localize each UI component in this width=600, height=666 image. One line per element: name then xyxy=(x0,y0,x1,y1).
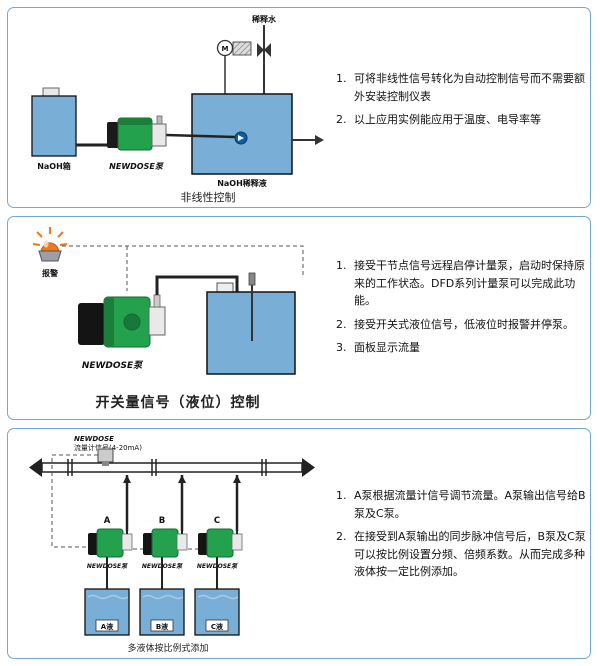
note-text: 可将非线性信号转化为自动控制信号而不需要额外安装控制仪表 xyxy=(354,72,585,103)
dilute-water-label: 稀释水 xyxy=(252,14,277,24)
note-text: 在接受到A泵输出的同步脉冲信号后，B泵及C泵可以按比例设置分频、倍频系数。从而完… xyxy=(354,530,586,579)
alarm-beacon-icon xyxy=(32,227,68,262)
pump-c-letter: C xyxy=(214,516,220,526)
check-valve-icons xyxy=(123,475,241,483)
note-text: A泵根据流量计信号调节流量。A泵输出信号给B泵及C泵。 xyxy=(354,489,586,520)
naoh-tank-label: NaOH箱 xyxy=(37,161,71,171)
pump-label: NEWDOSE泵 xyxy=(109,162,165,171)
note-text: 接受干节点信号远程启停计量泵，启动时保持原来的工作状态。DFD系列计量泵可以完成… xyxy=(354,259,585,308)
panel3-caption: 多液体按比例式添加 xyxy=(127,644,209,654)
panel-nonlinear-control: 稀释水 M NaOH稀释液 xyxy=(7,7,591,208)
note-number: 2. xyxy=(336,113,347,127)
injection-risers xyxy=(125,475,239,531)
note-item: 2. 以上应用实例能应用于温度、电导率等 xyxy=(336,111,588,129)
note-item: 2. 接受开关式液位信号，低液位时报警并停泵。 xyxy=(336,316,588,334)
outlet-arrow-icon xyxy=(315,135,324,145)
pump-b xyxy=(143,528,188,558)
dilution-tank xyxy=(191,93,293,175)
note-text: 以上应用实例能应用于温度、电导率等 xyxy=(354,113,541,127)
inlet-valve-icon xyxy=(257,43,271,57)
pump-c xyxy=(198,528,243,558)
tank-b xyxy=(139,588,185,636)
note-number: 2. xyxy=(336,317,347,331)
tank-c-label: C液 xyxy=(211,622,224,631)
nonlinear-control-diagram: 稀释水 M NaOH稀释液 xyxy=(31,14,324,188)
brand-label: NEWDOSE xyxy=(74,435,114,443)
panel-level-signal-control: 报警 NEWDOSE泵 xyxy=(7,216,591,420)
tank-outlet xyxy=(292,135,324,145)
pump-label: NEWDOSE泵 xyxy=(82,360,144,371)
note-number: 2. xyxy=(336,530,347,544)
note-text: 面板显示流量 xyxy=(354,341,420,355)
note-number: 3. xyxy=(336,341,347,355)
discharge-pipe xyxy=(155,275,239,295)
signal-wire-dashed xyxy=(51,454,198,550)
panel3-notes: 1. A泵根据流量计信号调节流量。A泵输出信号给B泵及C泵。 2. 在接受到A泵… xyxy=(336,487,588,587)
main-pipe xyxy=(29,458,315,477)
panel1-caption: 非线性控制 xyxy=(180,191,236,204)
note-item: 1. 可将非线性信号转化为自动控制信号而不需要额外安装控制仪表 xyxy=(336,70,588,105)
proportional-dosing-diagram: NEWDOSE 流量计信号(4-20mA) xyxy=(29,435,315,636)
flow-signal-label: 流量计信号(4-20mA) xyxy=(74,443,142,452)
note-number: 1. xyxy=(336,72,347,85)
solution-tank xyxy=(206,272,296,375)
tank-a-label: A液 xyxy=(101,622,114,631)
panel-proportional-dosing: NEWDOSE 流量计信号(4-20mA) xyxy=(7,428,591,659)
flow-arrow-left-icon xyxy=(29,458,42,477)
flow-arrow-right-icon xyxy=(302,458,315,477)
pump-a xyxy=(88,528,133,558)
dilute-water-inlet: 稀释水 xyxy=(252,14,277,94)
level-switch-icon xyxy=(248,272,256,286)
pump-b-letter: B xyxy=(159,516,165,526)
panel2-caption: 开关量信号（液位）控制 xyxy=(95,395,261,411)
alarm-label: 报警 xyxy=(42,268,58,278)
dosing-pump xyxy=(78,294,166,348)
note-item: 1. A泵根据流量计信号调节流量。A泵输出信号给B泵及C泵。 xyxy=(336,487,588,522)
note-item: 3. 面板显示流量 xyxy=(336,339,588,357)
tank-c xyxy=(194,588,240,636)
note-item: 1. 接受干节点信号远程启停计量泵，启动时保持原来的工作状态。DFD系列计量泵可… xyxy=(336,257,588,310)
tank-a xyxy=(84,588,130,636)
pump-a-letter: A xyxy=(104,516,111,526)
discharge-pipe xyxy=(165,133,236,139)
suction-pipes xyxy=(106,557,218,591)
tank-b-label: B液 xyxy=(156,622,169,631)
note-text: 接受开关式液位信号，低液位时报警并停泵。 xyxy=(354,317,574,331)
note-number: 1. xyxy=(336,259,347,272)
note-number: 1. xyxy=(336,489,347,502)
level-control-diagram: 报警 NEWDOSE泵 xyxy=(32,227,304,375)
dilution-tank-label: NaOH稀释液 xyxy=(217,178,267,188)
note-item: 2. 在接受到A泵输出的同步脉冲信号后，B泵及C泵可以按比例设置分频、倍频系数。… xyxy=(336,528,588,581)
flow-meter-icon xyxy=(97,448,114,466)
panel2-notes: 1. 接受干节点信号远程启停计量泵，启动时保持原来的工作状态。DFD系列计量泵可… xyxy=(336,257,588,363)
motor-label: M xyxy=(222,45,229,53)
naoh-tank xyxy=(31,87,77,157)
dosing-pump xyxy=(107,115,167,151)
panel1-notes: 1. 可将非线性信号转化为自动控制信号而不需要额外安装控制仪表 2. 以上应用实… xyxy=(336,70,588,135)
signal-wire-dashed xyxy=(62,245,304,291)
